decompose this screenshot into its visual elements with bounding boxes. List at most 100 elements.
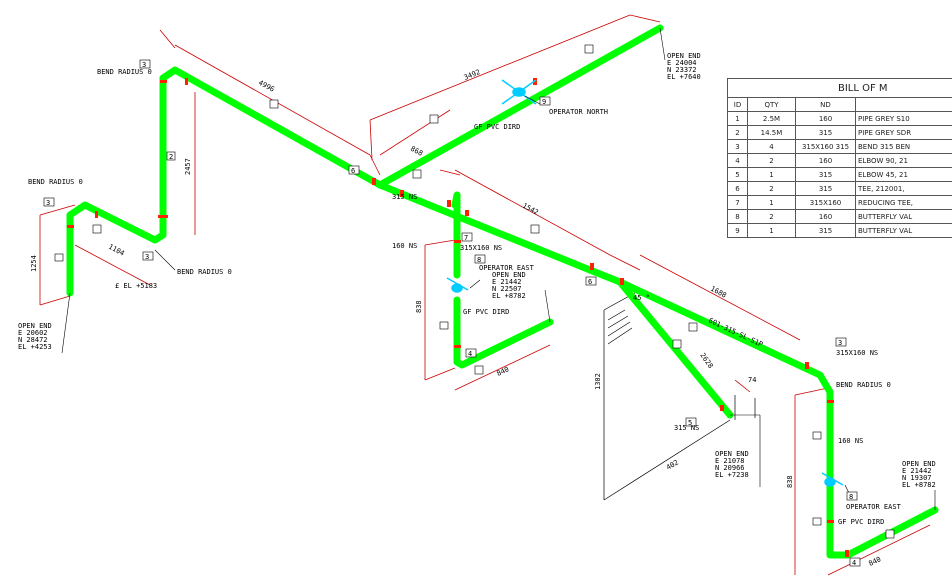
bend-radius-label-top: BEND RADIUS 0 (97, 68, 152, 76)
dim-1542: 1542 (521, 202, 540, 217)
open-end-mid-3: N 22507 (492, 285, 522, 293)
open-end-top-2: E 24004 (667, 59, 697, 67)
dim-1688: 1688 (709, 285, 728, 300)
dim-402: 402 (665, 458, 680, 471)
ns-315x160-label: 315X160 NS (460, 244, 502, 252)
butterfly-valve-mid (446, 277, 469, 293)
bom-cell-desc: BEND 315 BEN (855, 139, 952, 154)
bom-cell-nd: 315 (795, 125, 856, 140)
bom-cell-nd: 160 (795, 209, 856, 224)
pipe-spec-label: 601-315-SL-S1P (707, 317, 764, 349)
bom-cell-qty: 1 (747, 195, 796, 210)
bom-header-row: ID QTY ND (727, 97, 952, 112)
bom-cell-qty: 14.5M (747, 125, 796, 140)
joint-markers (67, 78, 849, 557)
bom-cell-qty: 2.5M (747, 111, 796, 126)
tag-6-b: 6 (588, 278, 592, 286)
bom-cell-qty: 1 (747, 223, 796, 238)
bom-cell-desc: PIPE GREY SDR (855, 125, 952, 140)
bom-cell-qty: 2 (747, 153, 796, 168)
tag-8-b: 8 (849, 493, 853, 501)
bom-cell-nd: 315X160 (795, 195, 856, 210)
ns-315-label-lower: 315 NS (674, 424, 699, 432)
open-end-mid: OPEN END E 21442 N 22507 EL +8782 (492, 271, 526, 300)
bom-cell-desc: BUTTERFLY VAL (855, 209, 952, 224)
bom-cell-desc: ELBOW 90, 21 (855, 153, 952, 168)
bom-cell-id: 4 (727, 153, 748, 168)
tag-4-a: 4 (468, 350, 472, 358)
open-end-bottom-3: N 20966 (715, 464, 745, 472)
open-end-mid-2: E 21442 (492, 278, 522, 286)
bend-radius-label-bottom: BEND RADIUS 0 (177, 268, 232, 276)
dimension-lines (39, 14, 931, 576)
bom-cell-nd: 160 (795, 153, 856, 168)
bom-cell-qty: 4 (747, 139, 796, 154)
bom-header-id: ID (727, 97, 748, 112)
dim-838-a: 838 (415, 300, 423, 313)
dim-2457: 2457 (184, 158, 192, 175)
bom-cell-qty: 1 (747, 167, 796, 182)
dim-1302: 1302 (594, 373, 602, 390)
dim-840-a: 840 (495, 365, 510, 378)
tag-4-b: 4 (852, 559, 856, 567)
dim-3492: 3492 (463, 68, 482, 82)
bom-cell-nd: 160 (795, 111, 856, 126)
tag-numbers: 3 3 3 2 6 7 8 4 6 5 3 8 4 9 (46, 61, 856, 567)
tag-2-a: 2 (169, 153, 173, 161)
bom-cell-desc: REDUCING TEE, (855, 195, 952, 210)
bom-header-qty: QTY (747, 97, 796, 112)
tag-7: 7 (464, 234, 468, 242)
open-end-bottom-1: OPEN END (715, 450, 749, 458)
tag-5: 5 (688, 419, 692, 427)
open-end-top-4: EL +7640 (667, 73, 701, 81)
open-end-right-3: N 19307 (902, 474, 932, 482)
gf-pvc-label-top: GF PVC DIRD (474, 123, 520, 131)
open-end-left-3: N 28472 (18, 336, 48, 344)
operator-east-label-right: OPERATOR EAST (846, 503, 902, 511)
angle-label: 45 ° (633, 294, 650, 302)
dim-840-b: 840 (867, 555, 882, 568)
gf-pvc-label-mid: GF PVC DIRD (463, 308, 509, 316)
dim-838-b: 838 (786, 475, 794, 488)
operator-east-label: OPERATOR EAST (479, 264, 535, 272)
bend-radius-label-right: BEND RADIUS 0 (836, 381, 891, 389)
bom-cell-id: 1 (727, 111, 748, 126)
tag-9: 9 (542, 98, 546, 106)
bom-cell-id: 6 (727, 181, 748, 196)
leader-lines (61, 27, 936, 510)
tag-boxes (43, 44, 895, 567)
butterfly-valve-north (501, 79, 537, 105)
bom-cell-nd: 315X160 315 (795, 139, 856, 154)
gf-pvc-label-right: GF PVC DIRD (838, 518, 884, 526)
construction-lines (603, 289, 756, 501)
tag-8-a: 8 (477, 256, 481, 264)
bom-cell-nd: 315 (795, 223, 856, 238)
tag-3-a: 3 (142, 61, 146, 69)
dim-4996: 4996 (257, 79, 276, 94)
bom-header-desc (855, 97, 952, 112)
open-end-mid-1: OPEN END (492, 271, 526, 279)
ns-315-label: 315 NS (392, 193, 417, 201)
bom-cell-qty: 2 (747, 181, 796, 196)
ns-160-label: 160 NS (392, 242, 417, 250)
bom-cell-id: 9 (727, 223, 748, 238)
open-end-top: OPEN END E 24004 N 23372 EL +7640 (667, 52, 701, 81)
bom-header-nd: ND (795, 97, 856, 112)
open-end-right-1: OPEN END (902, 460, 936, 468)
tag-3-c: 3 (145, 253, 149, 261)
open-end-right-2: E 21442 (902, 467, 932, 475)
tag-3-b: 3 (46, 199, 50, 207)
tag-3-d: 3 (838, 339, 842, 347)
open-end-right-4: EL +8782 (902, 481, 936, 489)
